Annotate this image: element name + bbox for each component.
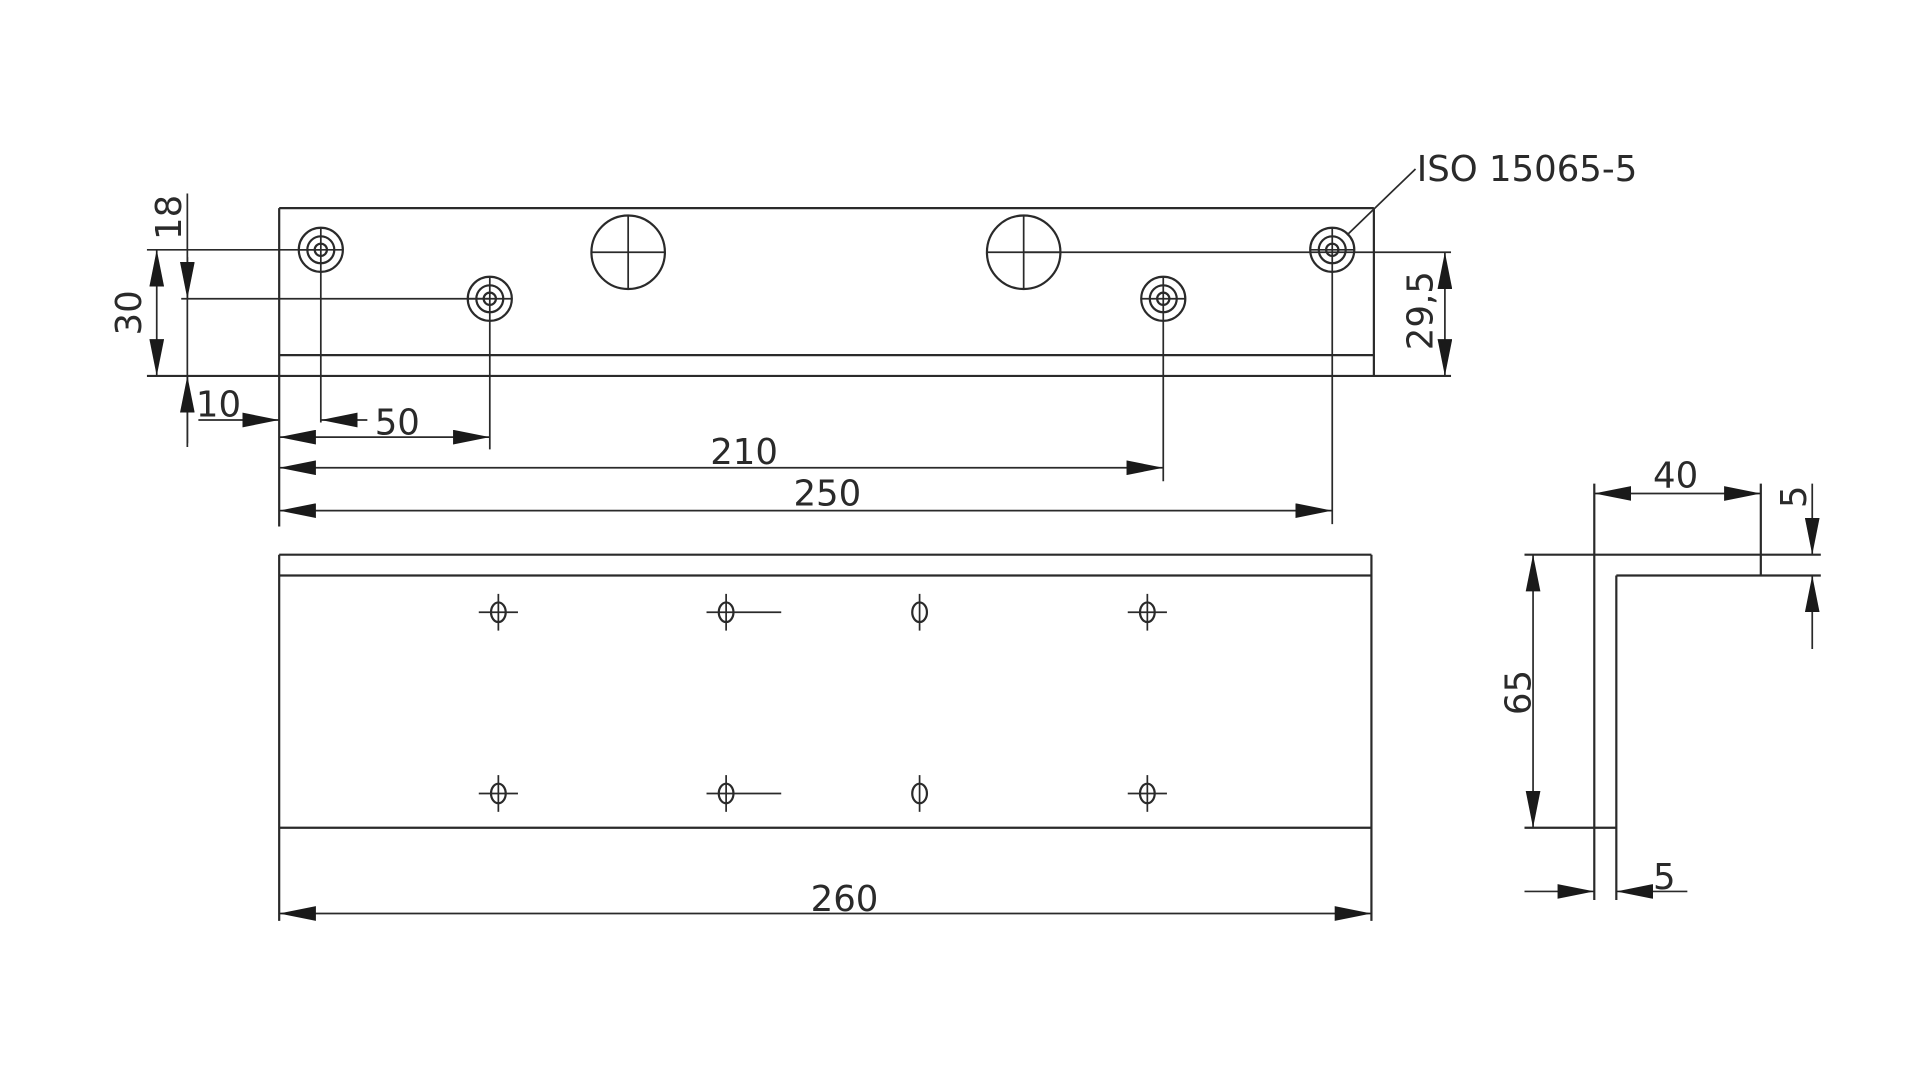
iso-standard-note: ISO 15065-5: [1417, 149, 1638, 190]
dim-50: 50: [375, 403, 420, 444]
small-hole: [911, 775, 929, 812]
dim-10: 10: [196, 384, 241, 425]
profile-view: 40 5 65 5: [1499, 455, 1821, 900]
dim-260: 260: [811, 879, 879, 920]
dim-210: 210: [710, 432, 778, 473]
small-hole: [1127, 593, 1167, 631]
front-view: 260: [278, 553, 1373, 921]
countersunk-hole: [1140, 275, 1187, 322]
dim-5-web: 5: [1653, 857, 1676, 898]
large-hole: [985, 214, 1062, 291]
dim-65: 65: [1499, 670, 1540, 715]
small-hole: [478, 593, 518, 631]
countersunk-hole: [466, 275, 513, 322]
dim-30: 30: [109, 290, 150, 335]
countersunk-hole: [1309, 226, 1356, 273]
small-hole: [706, 593, 782, 631]
dim-18: 18: [149, 195, 190, 240]
dim-250: 250: [793, 474, 861, 515]
large-hole: [590, 214, 666, 291]
front-plate-outline: [278, 553, 1373, 921]
small-hole: [1127, 775, 1167, 812]
leader-line: [1346, 168, 1417, 236]
small-hole: [478, 775, 518, 812]
small-holes: [478, 593, 1167, 812]
dim-29-5: 29,5: [1401, 271, 1442, 350]
dim-5-flange: 5: [1774, 486, 1815, 509]
angle-profile-outline: [1524, 483, 1821, 900]
top-plate-outline: [146, 207, 1452, 527]
small-hole: [911, 593, 929, 631]
small-hole: [706, 775, 782, 812]
top-view: 18 30 10 50 210 250 29,5 ISO 15065-5: [109, 149, 1638, 527]
dim-40: 40: [1653, 455, 1698, 496]
countersunk-hole: [297, 226, 344, 273]
